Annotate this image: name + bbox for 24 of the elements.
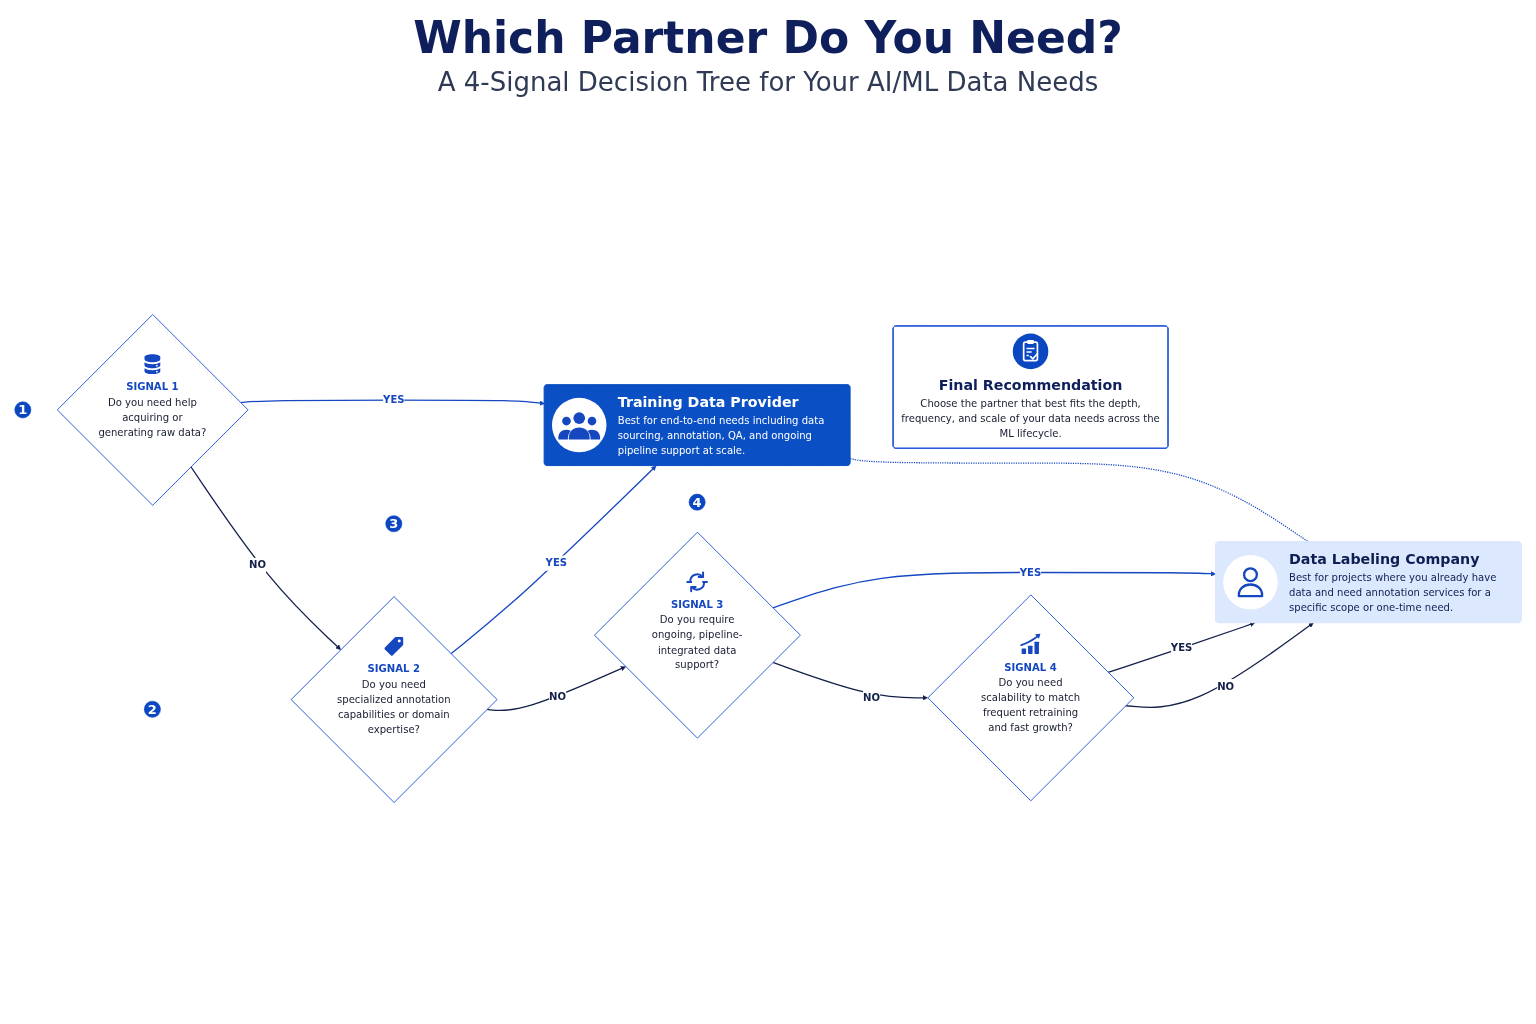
edge-label: YES	[545, 556, 568, 569]
node-diamond: SIGNAL 2 Do you need specialized annotation capabilities or domain expertise?	[290, 596, 498, 803]
edge-label: YES	[1019, 566, 1042, 578]
edge-label: NO	[549, 690, 567, 703]
arrow	[772, 571, 1217, 609]
arrow	[486, 666, 626, 712]
arrow	[450, 465, 657, 655]
arrow	[190, 466, 341, 650]
node-circle: 1	[14, 401, 32, 419]
edge-label: YES	[383, 393, 405, 406]
arrow	[1107, 622, 1255, 673]
node-circle: 4	[688, 493, 706, 511]
edge-label: NO	[249, 558, 267, 571]
node-circle: 2	[144, 700, 161, 718]
edge-label: NO	[1217, 680, 1235, 693]
node-diamond: SIGNAL 1 Do you need help acquiring or generating raw data?	[56, 314, 249, 506]
arrow	[772, 661, 928, 701]
node-circle: 3	[385, 515, 403, 533]
node-diamond: SIGNAL 4 Do you need scalability to match frequent retraining and fast growth?	[927, 594, 1135, 802]
title: Which Partner Do You Need?	[413, 12, 1123, 63]
subtitle: A 4-Signal Decision Tree for Your AI/ML Data Needs	[437, 67, 1099, 97]
edge-label: NO	[863, 691, 881, 704]
node-diamond: SIGNAL 3 Do you require ongoing, pipeline-integrated data support?	[594, 531, 801, 739]
edge-label: YES	[1170, 641, 1193, 654]
